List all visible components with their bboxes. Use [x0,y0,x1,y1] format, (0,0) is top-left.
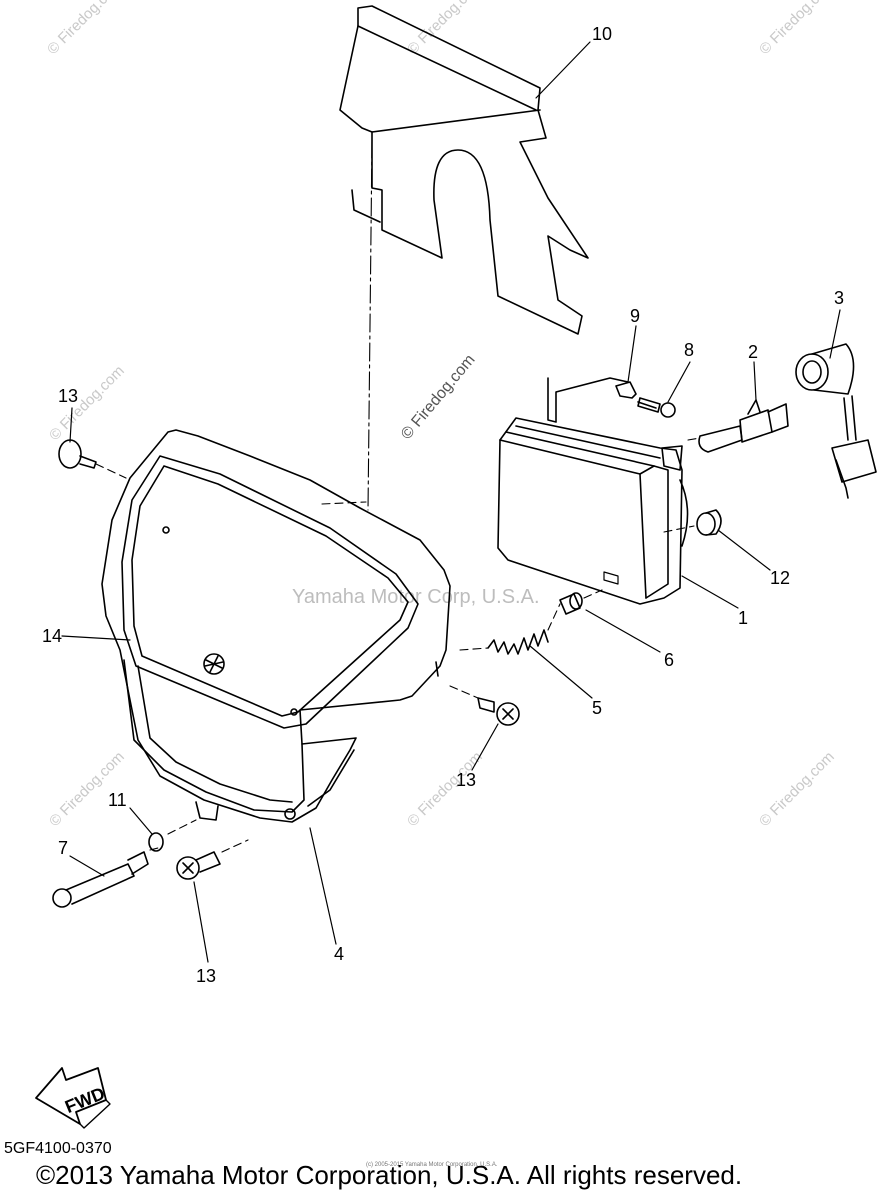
callout-11: 11 [108,790,127,810]
callout-10: 10 [592,24,612,44]
part-number: 5GF4100-0370 [4,1140,112,1157]
part-10-shield [339,5,589,335]
part-3-socket [795,343,877,499]
callout-4: 4 [334,944,344,964]
callout-13: 13 [456,770,476,790]
part-13-bolt-lower [176,851,221,880]
part-13-bolt-upper [58,439,97,469]
part-2-bulb [698,399,789,453]
part-9-collar [615,381,637,399]
callout-13: 13 [58,386,78,406]
callout-7: 7 [58,838,68,858]
callout-9: 9 [630,306,640,326]
callout-14: 14 [42,626,62,646]
part-6-grommet [559,592,583,615]
callout-3: 3 [834,288,844,308]
callout-2: 2 [748,342,758,362]
watermark-center: Yamaha Motor Corp, U.S.A. [292,586,540,608]
part-12-spacer [696,509,722,536]
callout-12: 12 [770,568,790,588]
callout-8: 8 [684,340,694,360]
part-8-screw [637,397,676,418]
part-1-headlight [497,377,689,605]
callout-5: 5 [592,698,602,718]
part-7-bolt [52,851,149,908]
copyright-notice: ©2013 Yamaha Motor Corporation, U.S.A. A… [36,1160,743,1190]
part-14-4-cowl [101,429,451,823]
part-5-spring [487,629,549,655]
part-11-washer [148,832,164,852]
callout-1: 1 [738,608,748,628]
callout-6: 6 [664,650,674,670]
callout-13: 13 [196,966,216,986]
part-13-bolt-right [477,697,520,726]
small-copyright: (c) 2005-2015 Yamaha Motor Corporation, … [366,1162,498,1168]
callout-labels: 10 9 8 2 3 13 12 1 14 6 5 13 11 7 4 13 [42,24,844,986]
fwd-arrow-icon [35,1067,111,1129]
